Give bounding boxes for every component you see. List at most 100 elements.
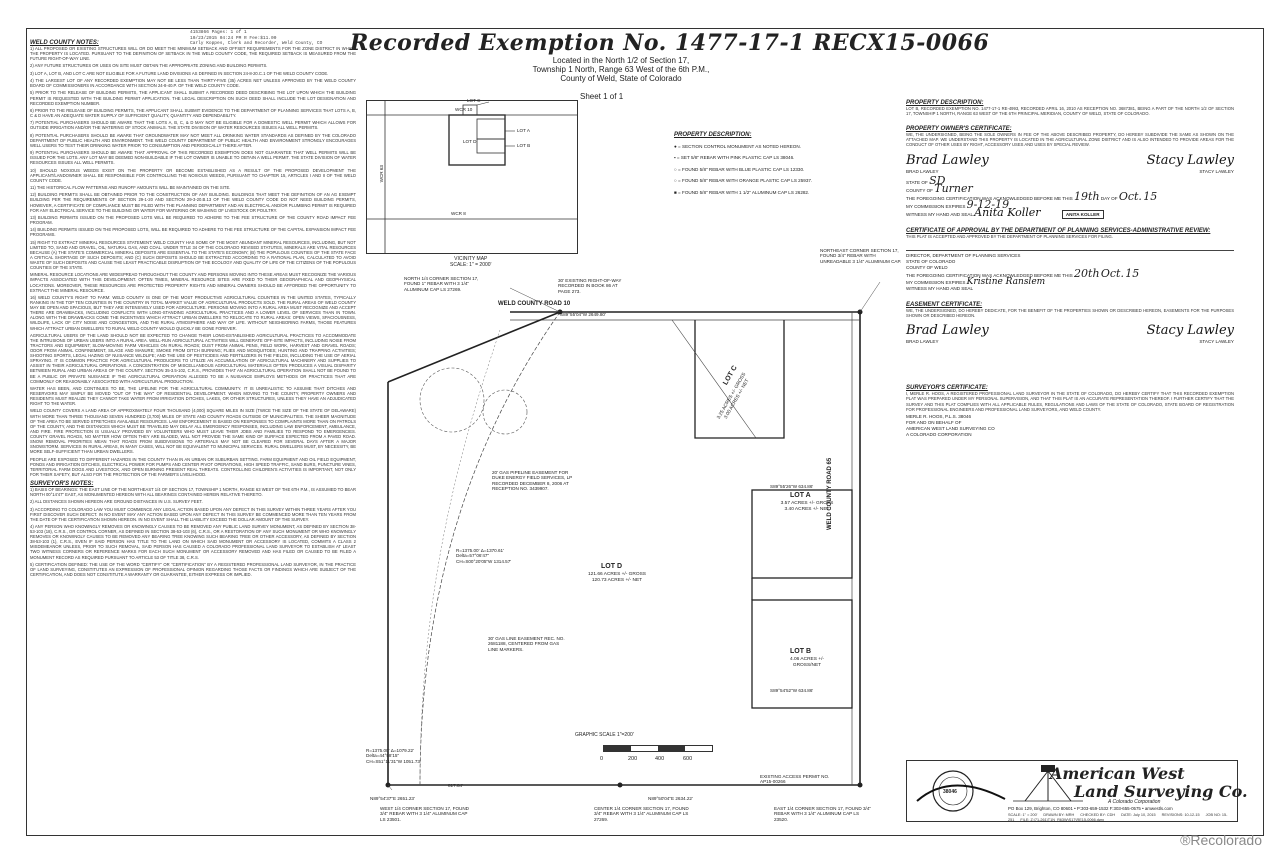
- vicinity-label: WCR 10: [455, 107, 473, 112]
- vicinity-label: WCR 8: [451, 211, 466, 216]
- access-permit-label: EXISTING ACCESS PERMIT NO. AP15-00266: [760, 774, 830, 785]
- surveyor-corp: A COLORADO CORPORATION: [906, 431, 972, 437]
- surveyor-seal-icon: [916, 770, 1006, 812]
- owners-certificate-heading: PROPERTY OWNER'S CERTIFICATE:: [906, 126, 1012, 133]
- legend-item: ○ = FOUND 5/8" REBAR WITH ORANGE PLASTIC…: [674, 178, 813, 184]
- title-block-field: REVISIONS: 10-12-15: [1161, 813, 1200, 817]
- surveyor-note-item: 5) CERTIFICATION DEFINED: THE USE OF THE…: [30, 561, 356, 578]
- surveyor-note-item: 4) ANY PERSON WHO KNOWINGLY REMOVES OR K…: [30, 524, 356, 560]
- road-north-label: WELD COUNTY ROAD 10: [498, 301, 571, 307]
- title-block-field: DRAWN BY: MRH: [1043, 813, 1075, 817]
- owner-county-row: COUNTY OF Turner: [906, 183, 1234, 194]
- director-label: DIRECTOR, DEPARTMENT OF PLANNING SERVICE…: [906, 252, 1021, 258]
- easement-certificate-heading: EASEMENT CERTIFICATE:: [906, 301, 983, 308]
- planning-certificate-block: CERTIFICATE OF APPROVAL BY THE DEPARTMEN…: [906, 228, 1234, 292]
- state-value: SD: [929, 173, 946, 187]
- stamp-line: 4153866 Pages: 1 of 1: [190, 30, 247, 35]
- vicinity-label: LOT A: [517, 128, 530, 133]
- s-corner-label: CENTER 1/4 CORNER SECTION 17, FOUND 3/4"…: [594, 806, 689, 822]
- weld-note-item: 3) LOT A, LOT B, AND LOT C ARE NOT ELIGI…: [30, 70, 329, 76]
- ack-year: 15: [1143, 189, 1158, 203]
- owner-name: BRAD LAWLEY: [906, 168, 939, 174]
- owner-signature: Stacy Lawley: [1146, 152, 1234, 168]
- lot-a-boundary: [751, 489, 853, 579]
- lot-b-net: GROSS/NET: [792, 663, 822, 668]
- lot-b-name: LOT B: [790, 648, 811, 655]
- bearing-south-1: N89°54'37"E 2651.23': [370, 796, 415, 801]
- gas-line-easement-label: 30' GAS LINE EASEMENT REC. NO. 2681188, …: [488, 636, 565, 652]
- weld-note-item: 11) THE HISTORICAL FLOW PATTERNS AND RUN…: [30, 185, 231, 191]
- row-label: 30' EXISTING RIGHT-OF-WAY RECORDED IN BO…: [558, 278, 622, 294]
- planning-commission-row: MY COMMISSION EXPIRES Kristine Ranslem: [906, 276, 1234, 287]
- planning-notary-name: Kristine Ranslem: [966, 276, 1046, 287]
- lot-c-easement: [671, 319, 757, 439]
- vicinity-map: WCR 10 WCR 8 WCR 63 LOT C LOT D LOT A LO…: [366, 98, 578, 254]
- surveyor-note-item: 2) ALL DISTANCES SHOWN HEREON ARE GROUND…: [30, 499, 203, 505]
- witness-label: WITNESS MY HAND AND SEAL: [906, 211, 973, 217]
- commission-label: MY COMMISSION EXPIRES: [906, 203, 966, 209]
- surveyor-notes-list: 1) BASIS OF BEARINGS: THE EAST LINE OF T…: [30, 487, 356, 577]
- title-block-field: SCALE: 1" = 200': [1008, 813, 1038, 817]
- ack-day: 19th: [1074, 189, 1100, 203]
- lot-a-net: 3.40 ACRES +/- NET: [784, 507, 830, 512]
- recording-stamp: 4153866 Pages: 1 of 1 10/23/2015 04:24 P…: [190, 30, 322, 47]
- property-legend: PROPERTY DESCRIPTION: ● = SECTION CONTRO…: [674, 132, 879, 201]
- title-block-field: JOB NO: 15-251: [1008, 813, 1228, 822]
- nw-corner-label: NORTH 1/4 CORNER SECTION 17, FOUND 1" RE…: [404, 276, 479, 292]
- planning-ack-month: Oct.: [1100, 266, 1124, 280]
- easement-names: BRAD LAWLEY STACY LAWLEY: [906, 338, 1234, 345]
- surveyor-certificate-text: I, MERLE R. HOOS, A REGISTERED PROFESSIO…: [906, 391, 1234, 412]
- monument-marker: [617, 782, 623, 788]
- property-description-text: LOT B, RECORDED EXEMPTION NO. 1477-17-1 …: [906, 106, 1234, 117]
- scale-tick: 600: [683, 756, 693, 762]
- weld-note-item: 13) BUILDING PERMITS ISSUED ON THE PROPO…: [30, 214, 356, 225]
- lot-a-area: 3.57 ACRES +/- GROSS 3.40 ACRES +/- NET: [762, 501, 852, 513]
- transit-logo-icon: [1013, 765, 1083, 802]
- planning-ack-day: 20th: [1074, 266, 1100, 280]
- graphic-scale-bar: [603, 745, 713, 752]
- weld-note-item: 6) PRIOR TO THE RELEASE OF BUILDING PERM…: [30, 107, 356, 118]
- vicinity-label: WCR 63: [378, 165, 384, 183]
- scale-segment: [658, 746, 685, 751]
- weld-note-item: 8) POTENTIAL PURCHASERS SHOULD BE AWARE …: [30, 132, 356, 148]
- plat-sheet: [26, 28, 1264, 836]
- planning-commission-label: MY COMMISSION EXPIRES: [906, 279, 966, 285]
- section-boundary: [387, 312, 861, 786]
- surveyor-note-item: 1) BASIS OF BEARINGS: THE EAST LINE OF T…: [30, 486, 356, 497]
- subtitle-line: Located in the North 1/2 of Section 17,: [552, 56, 690, 65]
- distance-817: 817.84': [448, 783, 463, 788]
- easement-certificate-block: EASEMENT CERTIFICATE: WE, THE UNDERSIGNE…: [906, 302, 1234, 345]
- scale-tick: 0: [600, 756, 604, 762]
- planning-witness-label: WITNESS MY HAND AND SEAL: [906, 285, 974, 291]
- company-name-line1: American West: [1050, 764, 1185, 783]
- weld-notes-heading: WELD COUNTY NOTES:: [30, 40, 99, 46]
- legend-list: ● = SECTION CONTROL MONUMENT AS NOTED HE…: [674, 143, 879, 196]
- sheet-number: Sheet 1 of 1: [580, 92, 624, 101]
- commission-date: 9-12-19: [966, 197, 1010, 211]
- weld-note-item: 16) WELD COUNTY'S RIGHT TO FARM: WELD CO…: [30, 294, 356, 331]
- vicinity-label: LOT D: [463, 139, 477, 144]
- bearing-north: S89°55'04"W 2649.80': [560, 312, 606, 317]
- curve-line: [419, 311, 561, 786]
- easement-certificate-text: WE, THE UNDERSIGNED, DO HEREBY DEDICATE,…: [906, 307, 1234, 319]
- property-legend-heading: PROPERTY DESCRIPTION:: [674, 132, 752, 138]
- company-address: PO Box 129, Brighton, CO 80601 • P:303-6…: [1008, 806, 1173, 811]
- plat-drawing: [385, 281, 881, 790]
- title-block-field: DATE: July 10, 2015: [1121, 813, 1156, 817]
- surveyor-certificate-block: SURVEYOR'S CERTIFICATE: I, MERLE R. HOOS…: [906, 385, 1234, 438]
- planning-ack-year: 15: [1125, 266, 1140, 280]
- recolorado-watermark: ®Recolorado: [1180, 832, 1262, 848]
- title-block-field: FILE: Z:\71-261\T1N_R63W\S17\RE15-0066.d…: [1020, 817, 1104, 822]
- curve-2-label: R=1375.00' Δ=1079.22' Delta=44°58'15" CH…: [366, 748, 421, 764]
- leader-line: [859, 281, 881, 313]
- leader-line: [387, 784, 393, 790]
- stamp-line: Carly Koppes, Clerk and Recorder, Weld C…: [190, 41, 323, 46]
- company-corp: A Colorado Corporation: [1108, 799, 1161, 805]
- surveyor-certificate-heading: SURVEYOR'S CERTIFICATE:: [906, 385, 988, 392]
- surveyor-company: AMERICAN WEST LAND SURVEYING CO: [906, 425, 995, 431]
- planning-ack-text: THE FOREGOING CERTIFICATION WAS ACKNOWLE…: [906, 272, 1073, 278]
- easement-signature: Brad Lawley: [906, 323, 989, 339]
- lot-b-gross: 4.06 ACRES +/-: [790, 657, 824, 662]
- se-corner-label: EAST 1/4 CORNER SECTION 17, FOUND 3/4" R…: [774, 806, 872, 822]
- vicinity-label: LOT C: [467, 98, 481, 103]
